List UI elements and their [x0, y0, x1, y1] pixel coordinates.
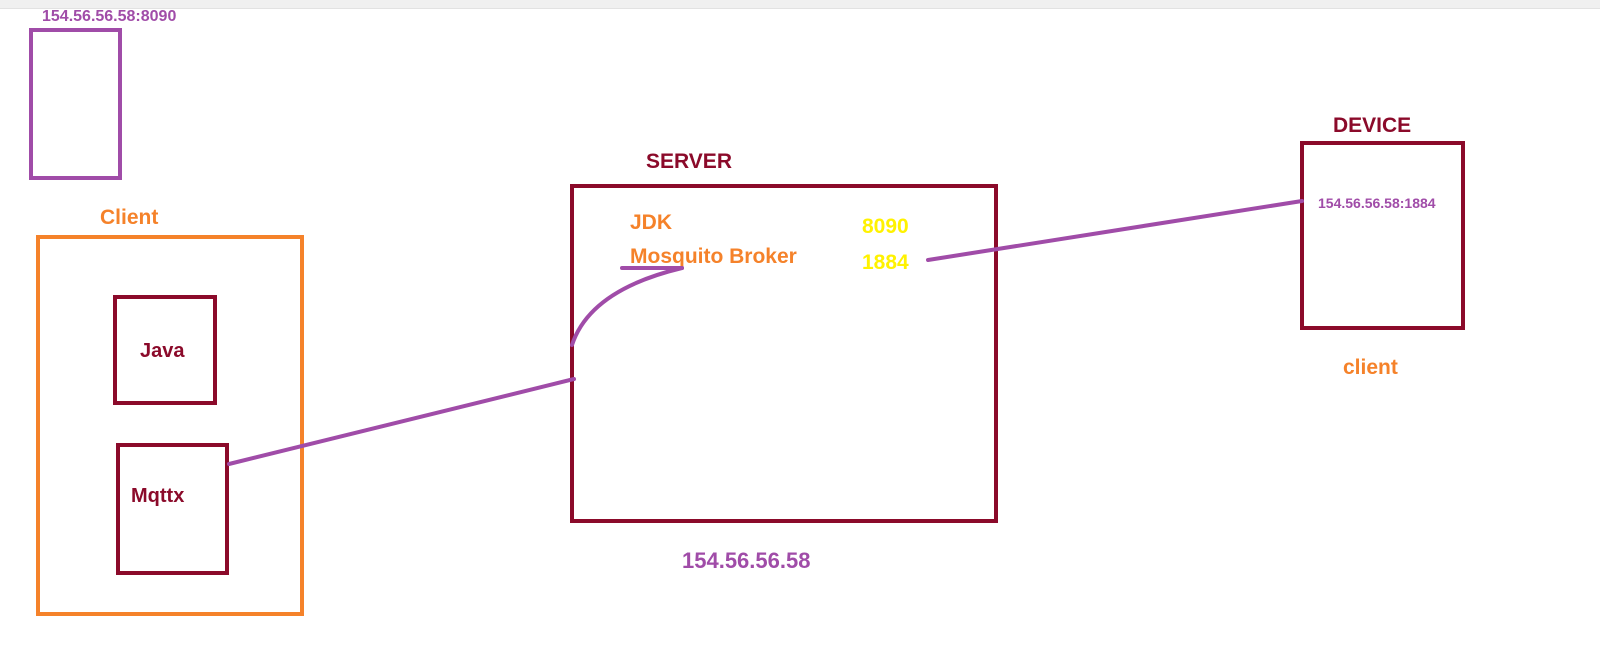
server-to-broker-curve [570, 266, 684, 347]
broker-to-device-line [926, 199, 1304, 262]
device-role-label: client [1343, 356, 1398, 379]
port-8090-label: 8090 [862, 215, 909, 238]
client-box [36, 235, 304, 616]
server-ip-label: 154.56.56.58 [682, 548, 811, 573]
java-box [113, 295, 217, 405]
port-1884-label: 1884 [862, 251, 909, 274]
device-box [1300, 141, 1465, 330]
device-title: DEVICE [1333, 114, 1412, 137]
broker-label: Mosquito Broker [630, 245, 797, 268]
mqttx-box [116, 443, 229, 575]
server-title: SERVER [646, 150, 732, 173]
java-label: Java [140, 340, 185, 362]
mqttx-to-server-line [227, 377, 576, 466]
mqttx-label: Mqttx [131, 485, 185, 507]
web-address-label: 154.56.56.58:8090 [42, 8, 177, 25]
client-title: Client [100, 206, 159, 229]
web-box [29, 28, 122, 180]
top-bar [0, 0, 1600, 9]
server-box [570, 184, 998, 523]
device-address-label: 154.56.56.58:1884 [1318, 195, 1436, 211]
jdk-label: JDK [630, 211, 673, 234]
